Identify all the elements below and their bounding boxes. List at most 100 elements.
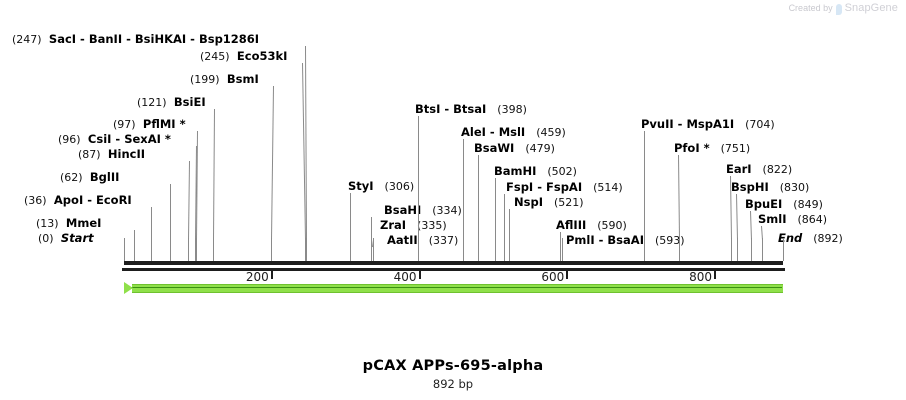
enzyme-name: EarI: [726, 162, 752, 176]
watermark-brand: SnapGene: [844, 2, 898, 14]
enzyme-label[interactable]: FspI - FspAI (514): [506, 180, 623, 195]
enzyme-position: (459): [536, 126, 566, 139]
enzyme-separator: -: [440, 102, 454, 116]
enzyme-label[interactable]: PvuII - MspA1I (704): [641, 117, 775, 132]
watermark-prefix: Created by: [788, 3, 833, 13]
ruler-baseline: [122, 268, 785, 271]
enzyme-label[interactable]: End (892): [778, 232, 843, 246]
enzyme-label[interactable]: PfoI * (751): [674, 141, 751, 156]
leader-line: [302, 62, 306, 241]
enzyme-name: CsiI: [87, 132, 112, 146]
enzyme-separator: -: [485, 125, 499, 139]
enzyme-name: SmlI: [758, 212, 787, 226]
enzyme-position: (502): [547, 165, 577, 178]
enzyme-position: (62): [60, 171, 83, 184]
star-activity-marker: *: [160, 132, 171, 146]
enzyme-label[interactable]: (245) Eco53kI: [200, 49, 288, 64]
orf-arrow-body: [132, 284, 783, 293]
enzyme-label-layer: (247) SacI - BanII - BsiHKAI - Bsp1286I(…: [12, 32, 843, 248]
enzyme-label[interactable]: (87) HincII: [78, 147, 146, 162]
enzyme-position: (521): [553, 196, 584, 209]
star-activity-marker: *: [175, 117, 186, 131]
leader-line: [196, 130, 198, 241]
ruler-tick-label: 400: [393, 270, 417, 284]
enzyme-position: (398): [497, 103, 527, 116]
leader-line: [736, 193, 738, 241]
enzyme-label[interactable]: (199) BsmI: [190, 73, 259, 87]
enzyme-position: (864): [797, 213, 828, 226]
leader-line: [730, 175, 732, 241]
enzyme-name: ApoI: [53, 193, 84, 207]
enzyme-position: (245): [200, 50, 230, 63]
enzyme-label[interactable]: NspI (521): [514, 196, 584, 210]
enzyme-label[interactable]: BspHI (830): [731, 181, 810, 195]
enzyme-position: (334): [432, 204, 462, 217]
enzyme-position: (13): [36, 217, 59, 230]
enzyme-label[interactable]: BpuEI (849): [745, 197, 823, 212]
ruler-tick-mark: [566, 271, 569, 279]
enzyme-label[interactable]: (96) CsiI - SexAI *: [58, 132, 171, 147]
enzyme-label[interactable]: SmlI (864): [758, 212, 828, 227]
enzyme-separator: -: [76, 32, 89, 46]
enzyme-label[interactable]: ZraI (335): [380, 219, 447, 233]
leader-line: [195, 145, 197, 241]
enzyme-name: PfoI: [674, 141, 700, 155]
enzyme-name: HincII: [107, 147, 146, 161]
enzyme-name: BanII: [88, 32, 123, 46]
leader-line: [271, 85, 274, 241]
enzyme-position: (247): [12, 33, 42, 46]
enzyme-name: BsiHKAI: [134, 32, 187, 46]
enzyme-label[interactable]: BsaWI (479): [474, 142, 555, 156]
enzyme-label[interactable]: AleI - MslI (459): [461, 125, 566, 140]
enzyme-label[interactable]: StyI (306): [348, 180, 415, 194]
ruler-tick-mark: [270, 271, 273, 279]
enzyme-label[interactable]: BamHI (502): [494, 165, 577, 179]
star-activity-marker: *: [699, 141, 710, 155]
enzyme-position: (590): [597, 219, 627, 232]
orf-arrow-centerline: [128, 287, 782, 288]
enzyme-label[interactable]: BsaHI (334): [384, 204, 462, 218]
enzyme-position: (704): [745, 118, 775, 131]
leader-line: [761, 225, 763, 241]
enzyme-label[interactable]: PmlI - BsaAI (593): [566, 233, 685, 248]
enzyme-name: FspAI: [546, 180, 583, 194]
enzyme-name: Bsp1286I: [198, 32, 260, 46]
enzyme-position: (306): [384, 180, 415, 193]
enzyme-name: AflIII: [556, 218, 587, 232]
enzyme-label[interactable]: (0) Start: [38, 232, 94, 246]
enzyme-label[interactable]: AatII (337): [387, 233, 459, 248]
enzyme-name: PmlI: [566, 233, 595, 247]
enzyme-position: (593): [654, 234, 685, 247]
enzyme-name: MslI: [498, 125, 526, 139]
enzyme-label[interactable]: BtsI - BtsaI (398): [415, 102, 527, 117]
enzyme-name: BtsaI: [453, 102, 487, 116]
enzyme-name: BpuEI: [745, 197, 783, 211]
enzyme-position: (751): [720, 142, 751, 155]
enzyme-label[interactable]: (121) BsiEI: [137, 96, 206, 110]
enzyme-label[interactable]: EarI (822): [726, 162, 793, 177]
enzyme-position: (849): [793, 198, 823, 211]
leader-line: [678, 154, 680, 241]
enzyme-name: SacI: [48, 32, 77, 46]
enzyme-label[interactable]: AflIII (590): [556, 218, 627, 233]
enzyme-separator: -: [186, 32, 199, 46]
enzyme-label[interactable]: (247) SacI - BanII - BsiHKAI - Bsp1286I: [12, 32, 260, 47]
enzyme-name: PflMI: [142, 117, 176, 131]
enzyme-position: (479): [525, 142, 555, 155]
enzyme-name: PvuII: [641, 117, 674, 131]
enzyme-name: AatII: [387, 233, 418, 247]
enzyme-position: (337): [428, 234, 459, 247]
enzyme-label[interactable]: (13) MmeI: [36, 217, 101, 231]
enzyme-label[interactable]: (97) PflMI *: [113, 117, 186, 132]
enzyme-label[interactable]: (62) BglII: [60, 171, 119, 185]
enzyme-name: MspA1I: [686, 117, 735, 131]
leader-line: [213, 108, 215, 241]
enzyme-position: (0): [38, 232, 54, 245]
snapgene-logo-icon: [835, 3, 842, 15]
ruler-tick-mark: [418, 271, 421, 279]
enzyme-label[interactable]: (36) ApoI - EcoRI: [24, 193, 132, 208]
enzyme-position: (830): [779, 181, 810, 194]
enzyme-position: (822): [762, 163, 793, 176]
enzyme-name: Eco53kI: [236, 49, 288, 63]
orf-arrow[interactable]: [124, 282, 783, 296]
